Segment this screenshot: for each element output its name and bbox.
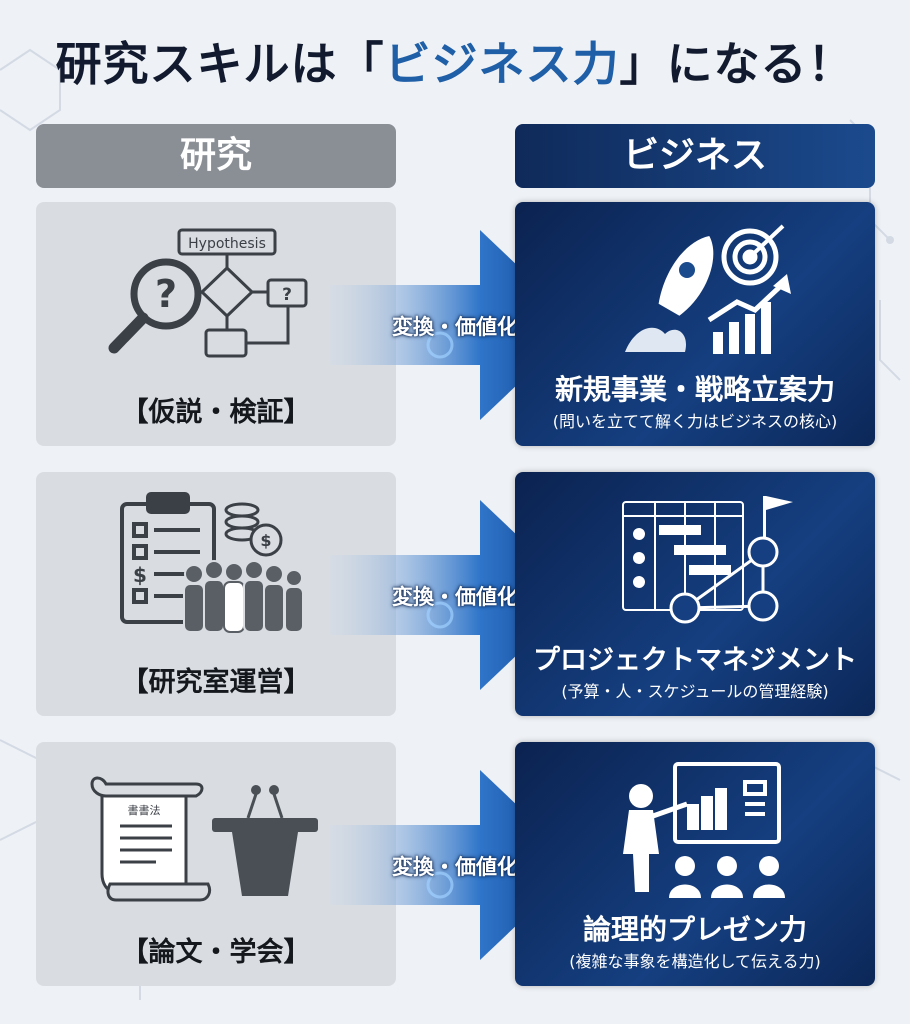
team-icon bbox=[183, 560, 304, 633]
title-prefix: 研究スキルは「 bbox=[55, 37, 385, 91]
business-subtitle: (予算・人・スケジュールの管理経験) bbox=[561, 682, 829, 701]
research-card-hypothesis: ? Hypothesis ? 【仮説・検証】 bbox=[36, 202, 396, 446]
research-label: 【仮説・検証】 bbox=[121, 397, 311, 428]
flowchart-icon bbox=[177, 228, 308, 358]
arrow-label: 変換・価値化 bbox=[392, 315, 518, 339]
svg-text:?: ? bbox=[155, 272, 177, 316]
research-label: 【研究室運営】 bbox=[121, 667, 311, 698]
title-highlight: ビジネス力 bbox=[384, 37, 620, 91]
research-card-lab: $ $ 【研究室運営】 bbox=[36, 472, 396, 716]
business-title: 論理的プレゼン力 bbox=[582, 913, 807, 946]
business-header: ビジネス bbox=[515, 124, 875, 188]
hypothesis-box-text: Hypothesis bbox=[188, 236, 266, 252]
screen-icon bbox=[673, 762, 781, 844]
gantt-chart-icon bbox=[622, 501, 744, 611]
research-header: 研究 bbox=[36, 124, 396, 188]
page-title: 研究スキルは「ビジネス力」になる！ bbox=[0, 28, 910, 94]
audience-icon bbox=[669, 856, 785, 898]
business-card-presentation: 論理的プレゼン力 (複雑な事象を構造化して伝える力) bbox=[515, 742, 875, 986]
scroll-icon bbox=[90, 776, 212, 902]
target-icon bbox=[721, 224, 785, 286]
scroll-text: 書書法 bbox=[128, 803, 161, 817]
growth-chart-icon bbox=[707, 274, 791, 354]
clipboard-icon bbox=[120, 492, 216, 624]
svg-text:?: ? bbox=[282, 285, 292, 305]
business-subtitle: (問いを立てて解く力はビジネスの核心) bbox=[552, 412, 838, 431]
arrow-label: 変換・価値化 bbox=[392, 855, 518, 879]
svg-text:$: $ bbox=[260, 531, 271, 550]
research-label: 【論文・学会】 bbox=[121, 937, 311, 968]
coins-icon bbox=[224, 502, 283, 557]
rocket-icon bbox=[625, 235, 714, 352]
business-title: プロジェクトマネジメント bbox=[533, 645, 857, 676]
magnifier-icon bbox=[108, 258, 202, 354]
business-subtitle: (複雑な事象を構造化して伝える力) bbox=[569, 952, 821, 971]
presenter-icon bbox=[623, 784, 688, 892]
flag-icon bbox=[763, 496, 793, 538]
business-title: 新規事業・戦略立案力 bbox=[554, 373, 835, 406]
title-suffix: 」になる！ bbox=[619, 37, 855, 91]
business-card-pm: プロジェクトマネジメント (予算・人・スケジュールの管理経験) bbox=[515, 472, 875, 716]
podium-icon bbox=[212, 785, 318, 896]
business-card-strategy: 新規事業・戦略立案力 (問いを立てて解く力はビジネスの核心) bbox=[515, 202, 875, 446]
svg-text:$: $ bbox=[133, 563, 147, 587]
arrow-label: 変換・価値化 bbox=[392, 585, 518, 609]
